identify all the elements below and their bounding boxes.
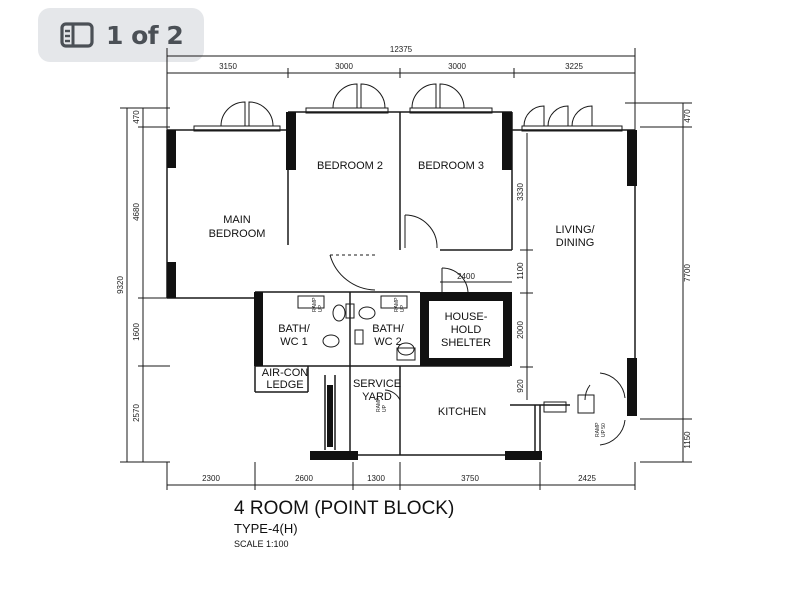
dimension-lines (120, 48, 692, 490)
room-shelter-3: SHELTER (441, 337, 491, 349)
room-aircon-2: LEDGE (266, 379, 303, 391)
ramp-b1-1: RAMP (312, 297, 318, 312)
room-service-1: SERVICE (353, 378, 401, 390)
dim-top-1: 3150 (219, 62, 237, 71)
ramp-yard-2: UP (382, 404, 388, 412)
dim-bottom-3: 1300 (367, 474, 385, 483)
dim-top-2: 3000 (335, 62, 353, 71)
dim-inner-3330: 3330 (516, 183, 525, 201)
ramp-yard-1: RAMP (376, 397, 382, 412)
dim-left-1: 470 (132, 110, 141, 124)
ramp-entry-1: RAMP (595, 422, 601, 437)
room-bedroom-3: BEDROOM 3 (418, 160, 484, 172)
dim-inner-2400: 2400 (457, 272, 475, 281)
room-bath1-1: BATH/ (278, 323, 311, 335)
ramp-entry-2: UP 50 (601, 423, 607, 437)
dim-right-1: 470 (683, 109, 692, 123)
room-living-1: LIVING/ (555, 224, 595, 236)
doors (329, 214, 626, 446)
dim-right-3: 1150 (683, 431, 692, 449)
ramp-labels: RAMP UP RAMP UP RAMP UP RAMP UP 50 (312, 297, 607, 437)
dim-right-2: 7700 (683, 264, 692, 282)
room-shelter-1: HOUSE- (445, 311, 488, 323)
room-kitchen: KITCHEN (438, 406, 486, 418)
dim-inner-920: 920 (516, 379, 525, 393)
room-labels: MAIN BEDROOM BEDROOM 2 BEDROOM 3 LIVING/… (209, 160, 596, 418)
gallery-panel-icon (60, 22, 94, 48)
dim-overall-width: 12375 (390, 45, 413, 54)
dim-bottom-4: 3750 (461, 474, 479, 483)
dim-bottom-5: 2425 (578, 474, 596, 483)
room-shelter-2: HOLD (451, 324, 482, 336)
windows (193, 83, 623, 132)
structural-walls (167, 112, 637, 460)
room-living-2: DINING (556, 237, 595, 249)
dim-bottom-1: 2300 (202, 474, 220, 483)
room-main-bedroom-2: BEDROOM (209, 228, 266, 240)
sanitary-fixtures (297, 295, 595, 414)
room-bath2-1: BATH/ (372, 323, 405, 335)
dim-inner-1100: 1100 (516, 262, 525, 280)
dim-left-4: 2570 (132, 404, 141, 422)
dimension-labels: 12375 3150 3000 3000 3225 2300 2600 1300… (116, 45, 692, 483)
room-bath1-2: WC 1 (280, 336, 308, 348)
wall-outlines (166, 111, 636, 456)
dim-inner-2000: 2000 (516, 321, 525, 339)
room-service-2: YARD (362, 391, 392, 403)
room-aircon-1: AIR-CON (262, 367, 309, 379)
dim-top-3: 3000 (448, 62, 466, 71)
room-bedroom-2: BEDROOM 2 (317, 160, 383, 172)
ramp-b2-2: UP (400, 304, 406, 312)
dim-left-2: 4680 (132, 203, 141, 221)
image-counter-text: 1 of 2 (106, 20, 184, 50)
ramp-b2-1: RAMP (394, 297, 400, 312)
ramp-b1-2: UP (318, 304, 324, 312)
dim-top-4: 3225 (565, 62, 583, 71)
dim-left-overall: 9320 (116, 276, 125, 294)
dim-bottom-2: 2600 (295, 474, 313, 483)
plan-type: TYPE-4(H) (234, 521, 298, 536)
image-counter-badge[interactable]: 1 of 2 (38, 8, 204, 62)
dim-left-3: 1600 (132, 323, 141, 341)
plan-scale: SCALE 1:100 (234, 539, 289, 549)
room-main-bedroom-1: MAIN (223, 214, 251, 226)
plan-title: 4 ROOM (POINT BLOCK) (234, 498, 455, 519)
room-bath2-2: WC 2 (374, 336, 402, 348)
